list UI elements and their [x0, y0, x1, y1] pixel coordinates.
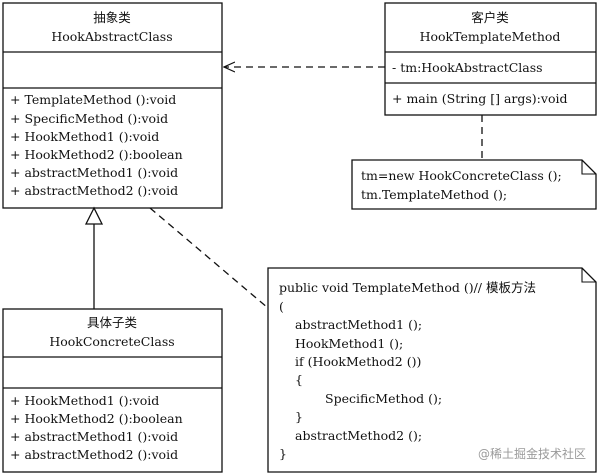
concrete-class-title-en: HookConcreteClass [49, 334, 174, 349]
concrete-method: + HookMethod2 ():boolean [10, 411, 183, 426]
template-note-line: } [295, 409, 303, 424]
concrete-class-title-cn: 具体子类 [87, 315, 138, 330]
client-class-title-cn: 客户类 [471, 10, 509, 25]
abstract-method: + SpecificMethod ():void [10, 111, 168, 126]
client-attribute: - tm:HookAbstractClass [392, 60, 543, 75]
template-note-line: public void TemplateMethod ()// 模板方法 [279, 280, 536, 295]
concrete-class-box: 具体子类 HookConcreteClass + HookMethod1 ():… [2, 308, 223, 473]
client-class-box: 客户类 HookTemplateMethod - tm:HookAbstract… [384, 2, 597, 116]
abstract-method: + TemplateMethod ():void [10, 92, 176, 107]
template-note-line: HookMethod1 (); [295, 336, 403, 351]
template-note-line: ( [279, 299, 284, 314]
template-method-note: public void TemplateMethod ()// 模板方法 ( a… [267, 267, 597, 473]
abstract-method: + HookMethod2 ():boolean [10, 147, 183, 162]
abstract-method: + abstractMethod2 ():void [10, 183, 178, 198]
client-note: tm=new HookConcreteClass (); tm.Template… [351, 159, 597, 210]
template-note-line: abstractMethod1 (); [295, 317, 422, 332]
abstract-method: + abstractMethod1 ():void [10, 165, 178, 180]
client-note-line: tm=new HookConcreteClass (); [361, 168, 562, 183]
client-method: + main (String [] args):void [392, 91, 567, 106]
abstract-method: + HookMethod1 ():void [10, 129, 159, 144]
template-note-line: { [295, 372, 303, 387]
client-class-title-en: HookTemplateMethod [420, 29, 561, 44]
concrete-method: + abstractMethod1 ():void [10, 429, 178, 444]
template-note-line: SpecificMethod (); [325, 391, 442, 406]
abstract-class-title-cn: 抽象类 [93, 10, 131, 25]
client-note-line: tm.TemplateMethod (); [361, 187, 507, 202]
template-note-line: } [279, 446, 287, 461]
inheritance-arrow [84, 206, 104, 309]
abstract-class-box: 抽象类 HookAbstractClass + TemplateMethod (… [2, 2, 223, 209]
concrete-method: + HookMethod1 ():void [10, 393, 159, 408]
abstract-class-title-en: HookAbstractClass [51, 29, 172, 44]
watermark-text: @稀土掘金技术社区 [478, 446, 586, 461]
concrete-method: + abstractMethod2 ():void [10, 447, 178, 462]
template-note-connector [149, 207, 269, 309]
template-note-line: if (HookMethod2 ()) [295, 354, 421, 369]
template-note-line: abstractMethod2 (); [295, 428, 422, 443]
